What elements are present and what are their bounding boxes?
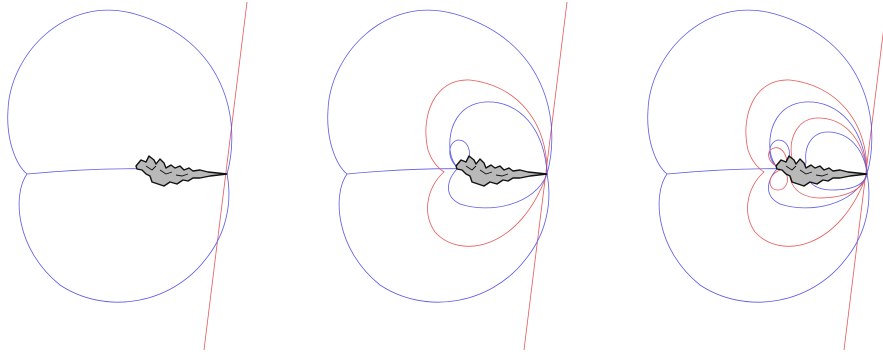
blue-small-loop bbox=[769, 139, 790, 169]
blue-level-curve bbox=[768, 101, 868, 209]
red-level-curve bbox=[425, 79, 548, 247]
fractal-set bbox=[135, 155, 228, 187]
fractal-detail bbox=[465, 165, 509, 177]
red-line bbox=[203, 1, 248, 351]
panel-2 bbox=[327, 1, 568, 351]
red-line bbox=[523, 1, 568, 351]
panel-3 bbox=[647, 9, 883, 351]
fractal-set bbox=[455, 155, 548, 187]
blue-small-loop bbox=[449, 139, 470, 169]
outer-blue-curve bbox=[327, 9, 553, 303]
outer-blue-curve bbox=[7, 9, 233, 303]
fractal-detail bbox=[145, 165, 189, 177]
red-small-loops bbox=[768, 147, 788, 191]
red-line bbox=[843, 31, 883, 351]
panel-1 bbox=[7, 1, 248, 351]
fractal-detail bbox=[785, 165, 829, 177]
red-level-curve bbox=[745, 79, 868, 247]
outer-blue-curve bbox=[647, 9, 873, 303]
blue-level-curve bbox=[448, 101, 548, 209]
blue-inner-level-curve bbox=[804, 131, 868, 191]
fractal-set bbox=[775, 155, 868, 187]
